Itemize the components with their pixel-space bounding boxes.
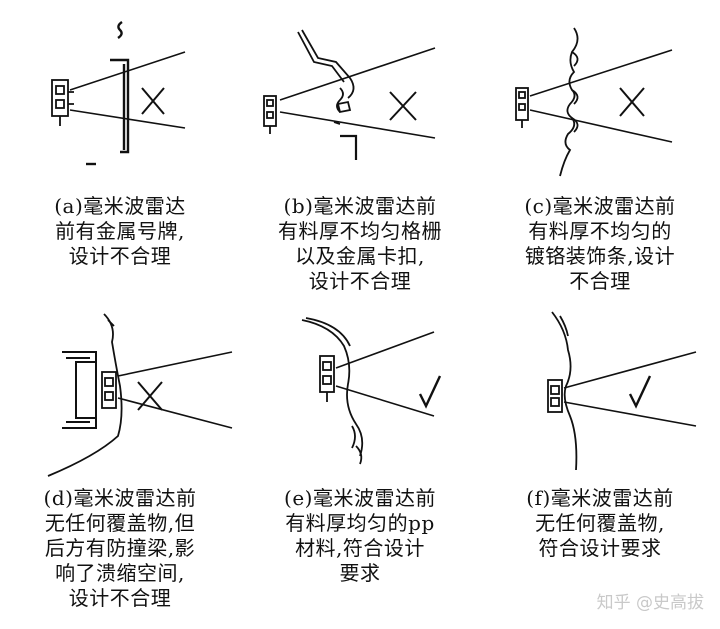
radar-beam-lower-line — [563, 401, 697, 427]
caption-d: (d)毫米波雷达前 无任何覆盖物,但 后方有防撞梁,影 响了溃缩空间, 设计不合… — [0, 486, 240, 611]
caption-line: 设计不合理 — [308, 269, 412, 293]
radar-beam-lower-line — [279, 111, 436, 139]
diagram-a — [51, 21, 186, 166]
caption-line: 镀铬装饰条,设计 — [524, 244, 676, 268]
caption-line: 无任何覆盖物,但 — [44, 511, 196, 535]
caption-line: (d)毫米波雷达前 — [43, 486, 197, 510]
radar-sensor — [51, 79, 74, 126]
caption-line: (c)毫米波雷达前 — [524, 194, 676, 218]
radar-sensor — [547, 379, 563, 413]
radar-sensor — [101, 371, 117, 409]
caption-line: 有料厚不均匀格栅 — [278, 219, 442, 243]
cross-mark — [137, 381, 163, 411]
radar-sensor — [319, 355, 335, 402]
caption-a: (a)毫米波雷达 前有金属号牌, 设计不合理 — [0, 194, 240, 269]
radar-beam-lower-line — [335, 385, 435, 417]
crash-beam — [62, 351, 97, 429]
caption-line: (b)毫米波雷达前 — [283, 194, 437, 218]
caption-b: (b)毫米波雷达前 有料厚不均匀格栅 以及金属卡扣, 设计不合理 — [240, 194, 480, 294]
caption-line: 不合理 — [569, 269, 631, 293]
caption-line: 响了溃缩空间, — [55, 561, 185, 585]
caption-line: 设计不合理 — [68, 586, 172, 610]
diagram-b — [263, 29, 436, 160]
radar-beam-lower-line — [117, 397, 233, 429]
check-mark — [418, 375, 442, 409]
radar-beam-upper-line — [335, 331, 435, 369]
check-mark — [628, 375, 652, 409]
caption-line: 材料,符合设计 — [295, 536, 425, 560]
pp-cover — [301, 317, 364, 465]
radar-beam-upper-line — [529, 49, 673, 97]
panel-f: (f)毫米波雷达前 无任何覆盖物, 符合设计要求 — [480, 306, 720, 620]
watermark: 知乎 @史高拔 — [596, 593, 704, 613]
radar-sensor — [515, 87, 529, 128]
panel-a: (a)毫米波雷达 前有金属号牌, 设计不合理 — [0, 0, 240, 314]
bumper-fascia — [551, 311, 578, 471]
chrome-trim — [559, 27, 579, 177]
bumper-fascia — [47, 313, 123, 477]
caption-line: (a)毫米波雷达 — [54, 194, 186, 218]
radar-sensor — [263, 95, 277, 134]
cross-mark — [619, 87, 645, 117]
caption-line: (e)毫米波雷达前 — [284, 486, 436, 510]
caption-line: 符合设计要求 — [538, 536, 662, 560]
caption-line: 要求 — [339, 561, 381, 585]
metal-clip — [340, 134, 358, 160]
caption-line: 无任何覆盖物, — [535, 511, 665, 535]
cross-mark — [389, 91, 417, 121]
diagram-f — [547, 311, 697, 471]
caption-line: 后方有防撞梁,影 — [44, 536, 196, 560]
radar-beam-upper-line — [279, 47, 436, 101]
caption-line: 前有金属号牌, — [55, 219, 185, 243]
caption-line: 有料厚均匀的pp — [285, 511, 435, 535]
panel-e: (e)毫米波雷达前 有料厚均匀的pp 材料,符合设计 要求 — [240, 306, 480, 620]
caption-line: 有料厚不均匀的 — [528, 219, 672, 243]
caption-e: (e)毫米波雷达前 有料厚均匀的pp 材料,符合设计 要求 — [240, 486, 480, 586]
radar-beam-upper-line — [117, 351, 233, 377]
license-plate — [86, 21, 130, 166]
panel-c: (c)毫米波雷达前 有料厚不均匀的 镀铬装饰条,设计 不合理 — [480, 0, 720, 314]
diagram-e — [301, 317, 442, 465]
diagram-d — [47, 313, 233, 477]
caption-f: (f)毫米波雷达前 无任何覆盖物, 符合设计要求 — [480, 486, 720, 561]
caption-c: (c)毫米波雷达前 有料厚不均匀的 镀铬装饰条,设计 不合理 — [480, 194, 720, 294]
caption-line: 以及金属卡扣, — [295, 244, 425, 268]
caption-line: 设计不合理 — [68, 244, 172, 268]
panel-b: (b)毫米波雷达前 有料厚不均匀格栅 以及金属卡扣, 设计不合理 — [240, 0, 480, 314]
grille — [297, 29, 355, 125]
caption-line: (f)毫米波雷达前 — [526, 486, 674, 510]
cross-mark — [141, 87, 165, 115]
panel-d: (d)毫米波雷达前 无任何覆盖物,但 后方有防撞梁,影 响了溃缩空间, 设计不合… — [0, 306, 240, 620]
radar-beam-lower-line — [529, 109, 673, 143]
radar-beam-upper-line — [563, 351, 697, 389]
diagram-c — [515, 27, 673, 177]
